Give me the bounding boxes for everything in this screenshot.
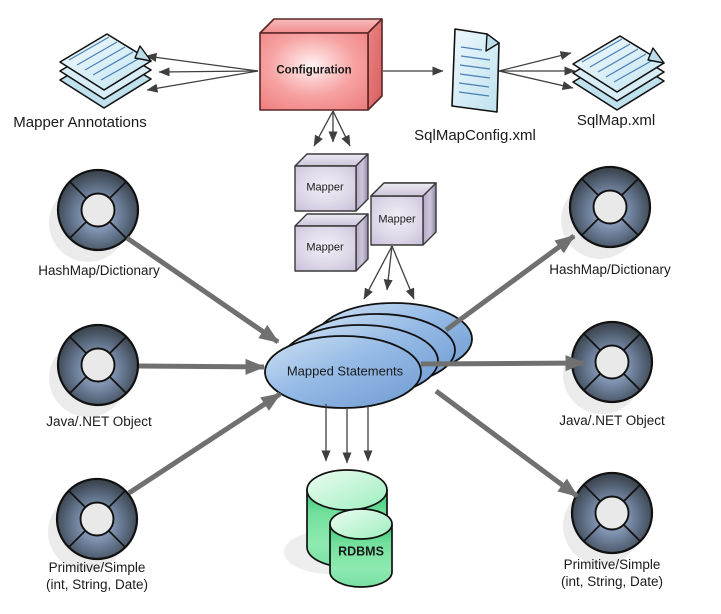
label-configuration: Configuration [276, 64, 352, 77]
label-sqlmapconfig: SqlMapConfig.xml [414, 127, 536, 144]
label-hashmap-left: HashMap/Dictionary [38, 263, 160, 278]
label-primitive-left: Primitive/Simple (int, String, Date) [46, 559, 148, 593]
arrows-config-to-annotations [145, 52, 259, 93]
label-mapper-1: Mapper [306, 181, 344, 194]
label-mapped-statements: Mapped Statements [286, 363, 404, 379]
result-wheel-hashmap-right [559, 165, 652, 261]
label-hashmap-right: HashMap/Dictionary [549, 262, 671, 277]
configuration-box [259, 18, 383, 111]
rdbms-cylinders [284, 469, 393, 588]
label-mapper-annotations: Mapper Annotations [13, 114, 147, 131]
arrows-mapper-to-statements [363, 245, 415, 300]
label-sqlmap: SqlMap.xml [576, 112, 656, 129]
label-primitive-left-line1: Primitive/Simple [48, 560, 146, 575]
mapper-annotations-stack [59, 33, 152, 109]
arrows-sqlmapconfig-to-sqlmap [498, 51, 576, 91]
result-wheel-primitive-right [561, 471, 654, 567]
label-primitive-right: Primitive/Simple (int, String, Date) [561, 556, 663, 590]
arrows-statements-to-rdbms [321, 404, 373, 464]
mapper-cube-3 [370, 182, 437, 246]
result-wheel-java-left [47, 323, 140, 419]
label-mapper-2: Mapper [306, 241, 344, 254]
sqlmap-stack [572, 35, 665, 111]
label-primitive-right-line2: (int, String, Date) [560, 574, 664, 589]
result-wheel-primitive-left [46, 477, 139, 573]
label-java-right: Java/.NET Object [559, 413, 665, 428]
label-java-left: Java/.NET Object [46, 414, 152, 429]
label-mapper-3: Mapper [378, 213, 416, 226]
label-primitive-right-line1: Primitive/Simple [563, 557, 661, 572]
arrows-config-to-mappers [313, 110, 351, 147]
arrows-results-thick [125, 233, 586, 499]
label-rdbms: RDBMS [338, 544, 384, 559]
mapper-cube-2 [294, 213, 369, 272]
result-wheel-hashmap-left [47, 168, 140, 264]
result-wheel-java-right [561, 320, 654, 416]
sqlmapconfig-document [451, 28, 500, 113]
mapped-statements-ellipses [264, 302, 473, 409]
mapper-cube-1 [294, 153, 369, 212]
label-primitive-left-line2: (int, String, Date) [45, 577, 149, 592]
